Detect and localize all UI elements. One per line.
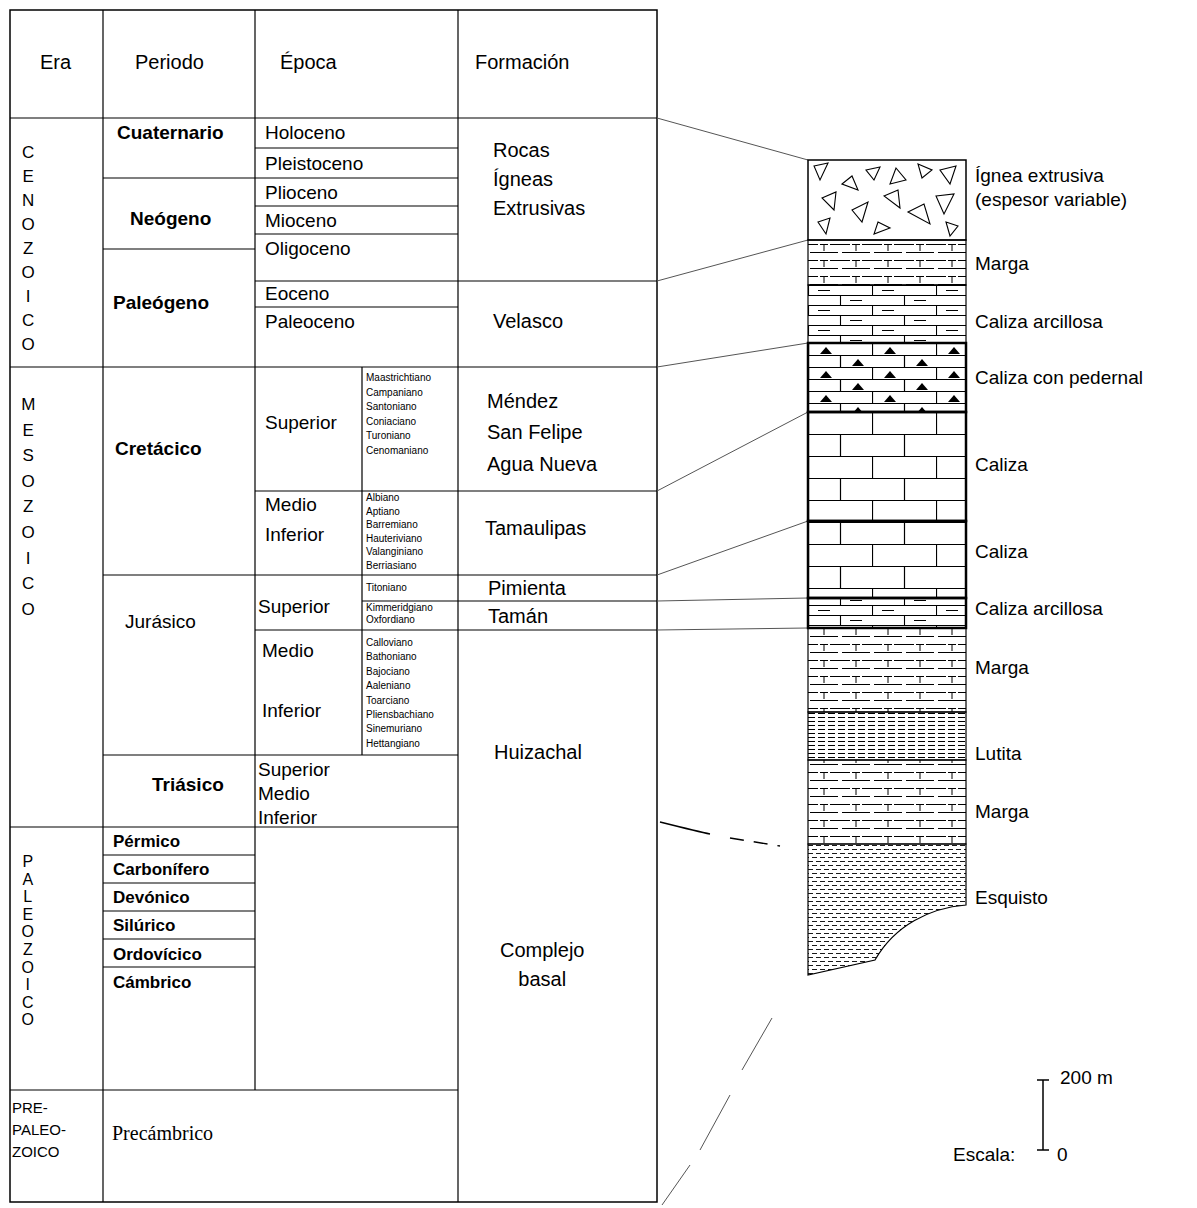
- table-cell: Superior: [258, 759, 330, 781]
- table-cell: Silúrico: [113, 916, 175, 936]
- layer-label: Caliza: [975, 541, 1028, 563]
- table-cell: Jurásico: [125, 611, 196, 633]
- table-cell: Cuaternario: [117, 122, 224, 144]
- stage-name: Toarciano: [366, 695, 409, 707]
- table-cell: Precámbrico: [112, 1122, 213, 1145]
- table-cell: Ordovícico: [113, 945, 202, 965]
- table-cell: Pleistoceno: [265, 153, 363, 175]
- table-cell: Tamán: [488, 605, 548, 628]
- stage-name: Oxfordiano: [366, 614, 415, 626]
- table-cell: Medio: [258, 783, 310, 805]
- table-cell: Rocas Ígneas Extrusivas: [493, 136, 585, 223]
- layer-label: Marga: [975, 657, 1029, 679]
- table-cell: Época: [280, 51, 337, 74]
- table-cell: Complejo basal: [500, 936, 584, 994]
- stage-name: Aaleniano: [366, 680, 410, 692]
- table-cell: Paleoceno: [265, 311, 355, 333]
- layer-label: Marga: [975, 253, 1029, 275]
- table-cell: Paleógeno: [113, 292, 209, 314]
- scale-bar: [1037, 1080, 1049, 1150]
- stage-name: Titoniano: [366, 582, 407, 594]
- stage-name: Pliensbachiano: [366, 709, 434, 721]
- scale-label: 200 m: [1060, 1067, 1113, 1089]
- layer-label: Esquisto: [975, 887, 1048, 909]
- layer-label: Lutita: [975, 743, 1021, 765]
- stage-name: Valanginiano: [366, 547, 423, 559]
- table-cell: CENOZOICO: [21, 141, 35, 357]
- breccia-symbols: [814, 163, 958, 236]
- table-cell: Tamaulipas: [485, 517, 586, 540]
- table-cell: Era: [40, 51, 71, 74]
- table-cell: Pérmico: [113, 832, 180, 852]
- table-cell: Superior: [258, 596, 330, 618]
- table-cell: Velasco: [493, 310, 563, 333]
- correlation-lines: [657, 118, 808, 1205]
- stage-name: Sinemuriano: [366, 724, 422, 736]
- stage-name: Maastrichtiano: [366, 372, 431, 384]
- layer-label: Caliza arcillosa: [975, 598, 1103, 620]
- scale-label: 0: [1057, 1144, 1068, 1166]
- table-cell: Inferior: [258, 807, 317, 829]
- table-cell: Neógeno: [130, 208, 211, 230]
- table-cell: Inferior: [262, 700, 321, 722]
- table-cell: Medio: [262, 640, 314, 662]
- table-cell: Oligoceno: [265, 238, 351, 260]
- stage-name: Cenomaniano: [366, 445, 428, 457]
- stage-name: Bathoniano: [366, 652, 417, 664]
- table-cell: Medio: [265, 494, 317, 516]
- stage-name: Campaniano: [366, 387, 423, 399]
- table-cell: San Felipe: [487, 421, 583, 444]
- time-table: [10, 10, 657, 1202]
- table-cell: PRE-PALEO-ZOICO: [12, 1097, 66, 1163]
- table-cell: Inferior: [265, 524, 324, 546]
- layer-label: Caliza arcillosa: [975, 311, 1103, 333]
- table-cell: Mioceno: [265, 210, 337, 232]
- table-cell: Eoceno: [265, 283, 329, 305]
- table-cell: MESOZOICO: [21, 392, 35, 622]
- table-cell: Huizachal: [494, 741, 582, 764]
- table-cell: Periodo: [135, 51, 204, 74]
- layer-label: Caliza: [975, 454, 1028, 476]
- table-cell: Plioceno: [265, 182, 338, 204]
- stage-name: Hauteriviano: [366, 533, 422, 545]
- layer-label: Caliza con pedernal: [975, 367, 1143, 389]
- table-cell: Formación: [475, 51, 569, 74]
- stage-name: Turoniano: [366, 431, 411, 443]
- table-cell: Méndez: [487, 390, 558, 413]
- table-cell: Devónico: [113, 888, 190, 908]
- stage-name: Kimmeridgiano: [366, 602, 433, 614]
- stage-name: Santoniano: [366, 401, 417, 413]
- stage-name: Calloviano: [366, 637, 413, 649]
- table-cell: Carbonífero: [113, 860, 209, 880]
- stage-name: Barremiano: [366, 519, 418, 531]
- table-cell: Cretácico: [115, 438, 202, 460]
- stratigraphic-column: [808, 160, 966, 975]
- table-cell: Pimienta: [488, 577, 566, 600]
- layer-label: Marga: [975, 801, 1029, 823]
- stage-name: Bajociano: [366, 666, 410, 678]
- table-cell: Holoceno: [265, 122, 345, 144]
- table-cell: Superior: [265, 412, 337, 434]
- stage-name: Berriasiano: [366, 560, 417, 572]
- table-cell: PALEOZOICO: [21, 853, 35, 1029]
- table-cell: Agua Nueva: [487, 453, 597, 476]
- layer-label: Ígnea extrusiva (espesor variable): [975, 164, 1145, 212]
- table-cell: Cámbrico: [113, 973, 191, 993]
- stage-name: Hettangiano: [366, 738, 420, 750]
- stage-name: Albiano: [366, 492, 399, 504]
- scale-label: Escala:: [953, 1144, 1015, 1166]
- stage-name: Coniaciano: [366, 416, 416, 428]
- stage-name: Aptiano: [366, 506, 400, 518]
- table-cell: Triásico: [152, 774, 224, 796]
